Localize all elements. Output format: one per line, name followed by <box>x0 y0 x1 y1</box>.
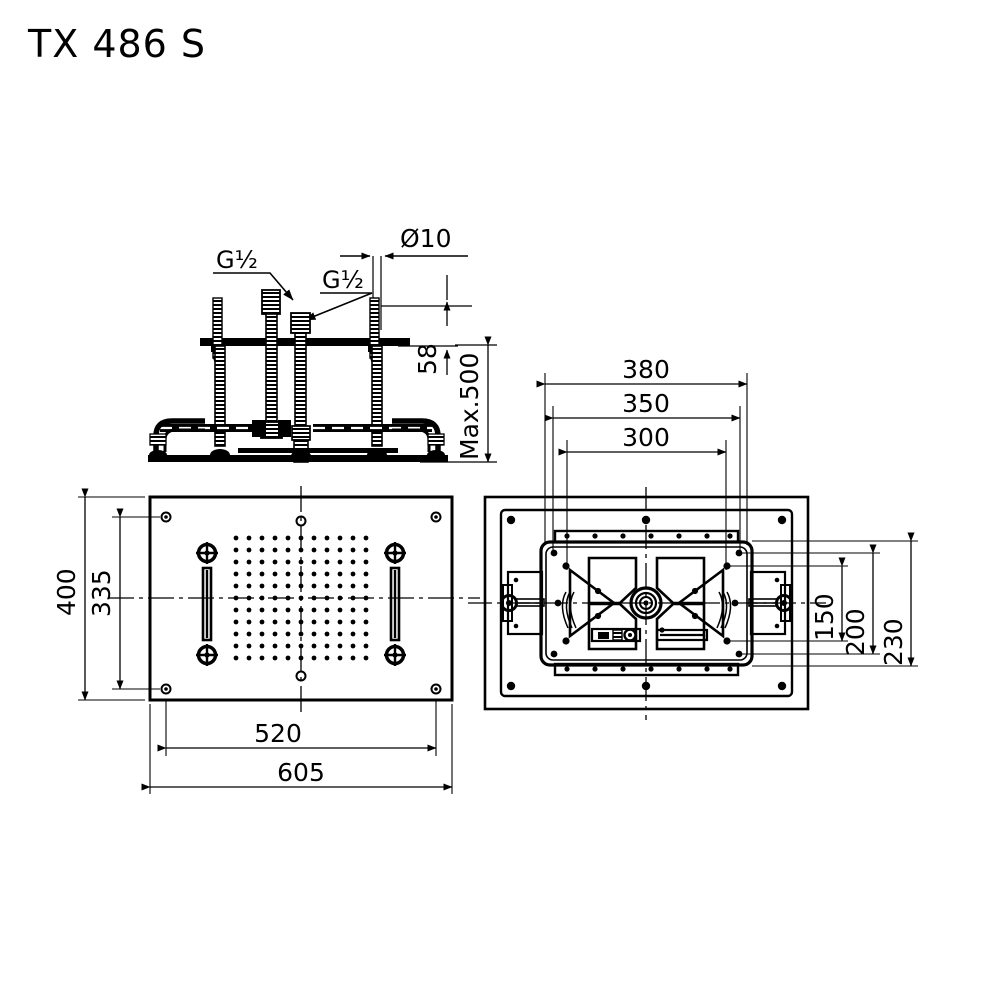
dim-520-text: 520 <box>254 719 302 748</box>
dim-diameter-text: Ø10 <box>400 224 452 253</box>
dim-300: 300 <box>558 423 727 570</box>
dim-335: 335 <box>87 508 160 690</box>
crosshair-fittings <box>196 542 406 666</box>
support-post-left <box>214 345 226 447</box>
dim-605-text: 605 <box>277 758 325 787</box>
dim-350-text: 350 <box>622 389 670 418</box>
thread-left-text: G½ <box>216 246 258 274</box>
central-fitting <box>629 586 663 620</box>
brace-panel-bottom-left <box>587 602 638 651</box>
dim-max-500-text: Max.500 <box>455 353 484 460</box>
crosshair-fitting <box>196 542 218 564</box>
nozzle-matrix <box>233 535 369 661</box>
view-elevation: G½ G½ Ø10 <box>148 224 497 463</box>
nozzle-row <box>233 655 369 661</box>
dim-max-500: Max.500 <box>420 336 497 463</box>
dim-380: 380 <box>536 355 748 545</box>
brace-panel-top-right <box>655 556 706 605</box>
crosshair-fitting <box>384 542 406 564</box>
nozzle-row <box>233 631 369 637</box>
guide-bar-detail <box>655 627 709 642</box>
chassis-bolts <box>550 549 743 658</box>
dim-520: 520 <box>157 700 437 756</box>
dim-diameter-10: Ø10 <box>340 224 468 330</box>
dim-58: 58 <box>381 275 472 375</box>
nozzle-row <box>233 643 369 649</box>
dim-150-text: 150 <box>810 593 839 641</box>
brace-panel-bottom-right <box>655 602 706 651</box>
view-plan-bottom: 400 335 520 605 <box>52 486 480 794</box>
dim-380-text: 380 <box>622 355 670 384</box>
dim-150: 150 <box>727 557 848 642</box>
slot-outlets <box>201 566 401 642</box>
view-plan-top: 380 350 300 150 <box>468 355 918 720</box>
support-post-right <box>371 345 383 447</box>
elevation-inner-plate <box>238 448 398 453</box>
hose-elbow-left <box>149 418 205 452</box>
corner-hose-right <box>716 591 732 629</box>
side-bracket-right <box>748 570 793 636</box>
label-thread-right: G½ <box>304 266 373 321</box>
gusset-studs <box>594 587 699 620</box>
dim-350: 350 <box>544 389 741 556</box>
plate-corner-studs <box>506 515 787 691</box>
corner-hose-left <box>561 591 577 629</box>
nozzle-row <box>233 583 369 589</box>
nozzle-row <box>233 547 369 553</box>
dim-200-text: 200 <box>841 608 870 656</box>
center-ports <box>295 515 307 682</box>
center-stem <box>290 312 311 463</box>
manifold-pipe <box>160 420 432 437</box>
brace-panel-top-left <box>587 556 638 605</box>
x-brace-panels <box>587 556 706 651</box>
nozzle-row <box>233 607 369 613</box>
dim-58-text: 58 <box>413 343 442 375</box>
inner-chassis-box-inner <box>545 546 748 661</box>
base-fixings <box>149 449 445 462</box>
dim-605: 605 <box>141 704 453 794</box>
dim-230-text: 230 <box>879 618 908 666</box>
hose-connector-detail <box>590 627 642 643</box>
hose-elbow-right <box>392 418 445 452</box>
dim-300-text: 300 <box>622 423 670 452</box>
label-thread-left: G½ <box>213 246 294 301</box>
dim-230: 230 <box>752 532 918 667</box>
dim-400-text: 400 <box>52 568 81 616</box>
nozzle-row <box>233 559 369 565</box>
nozzle-row <box>233 619 369 625</box>
thread-right-text: G½ <box>322 266 364 294</box>
nozzle-row <box>233 535 369 541</box>
corner-holes <box>160 511 442 695</box>
crosshair-fitting <box>196 644 218 666</box>
dim-400: 400 <box>52 488 145 701</box>
flexible-hose-left <box>260 289 283 439</box>
page-title: TX 486 S <box>28 22 207 66</box>
dim-200: 200 <box>739 544 880 656</box>
side-bracket-left <box>500 570 545 636</box>
dim-335-text: 335 <box>87 569 116 617</box>
nozzle-row <box>233 571 369 577</box>
nozzle-row <box>233 595 369 601</box>
crosshair-fitting <box>384 644 406 666</box>
